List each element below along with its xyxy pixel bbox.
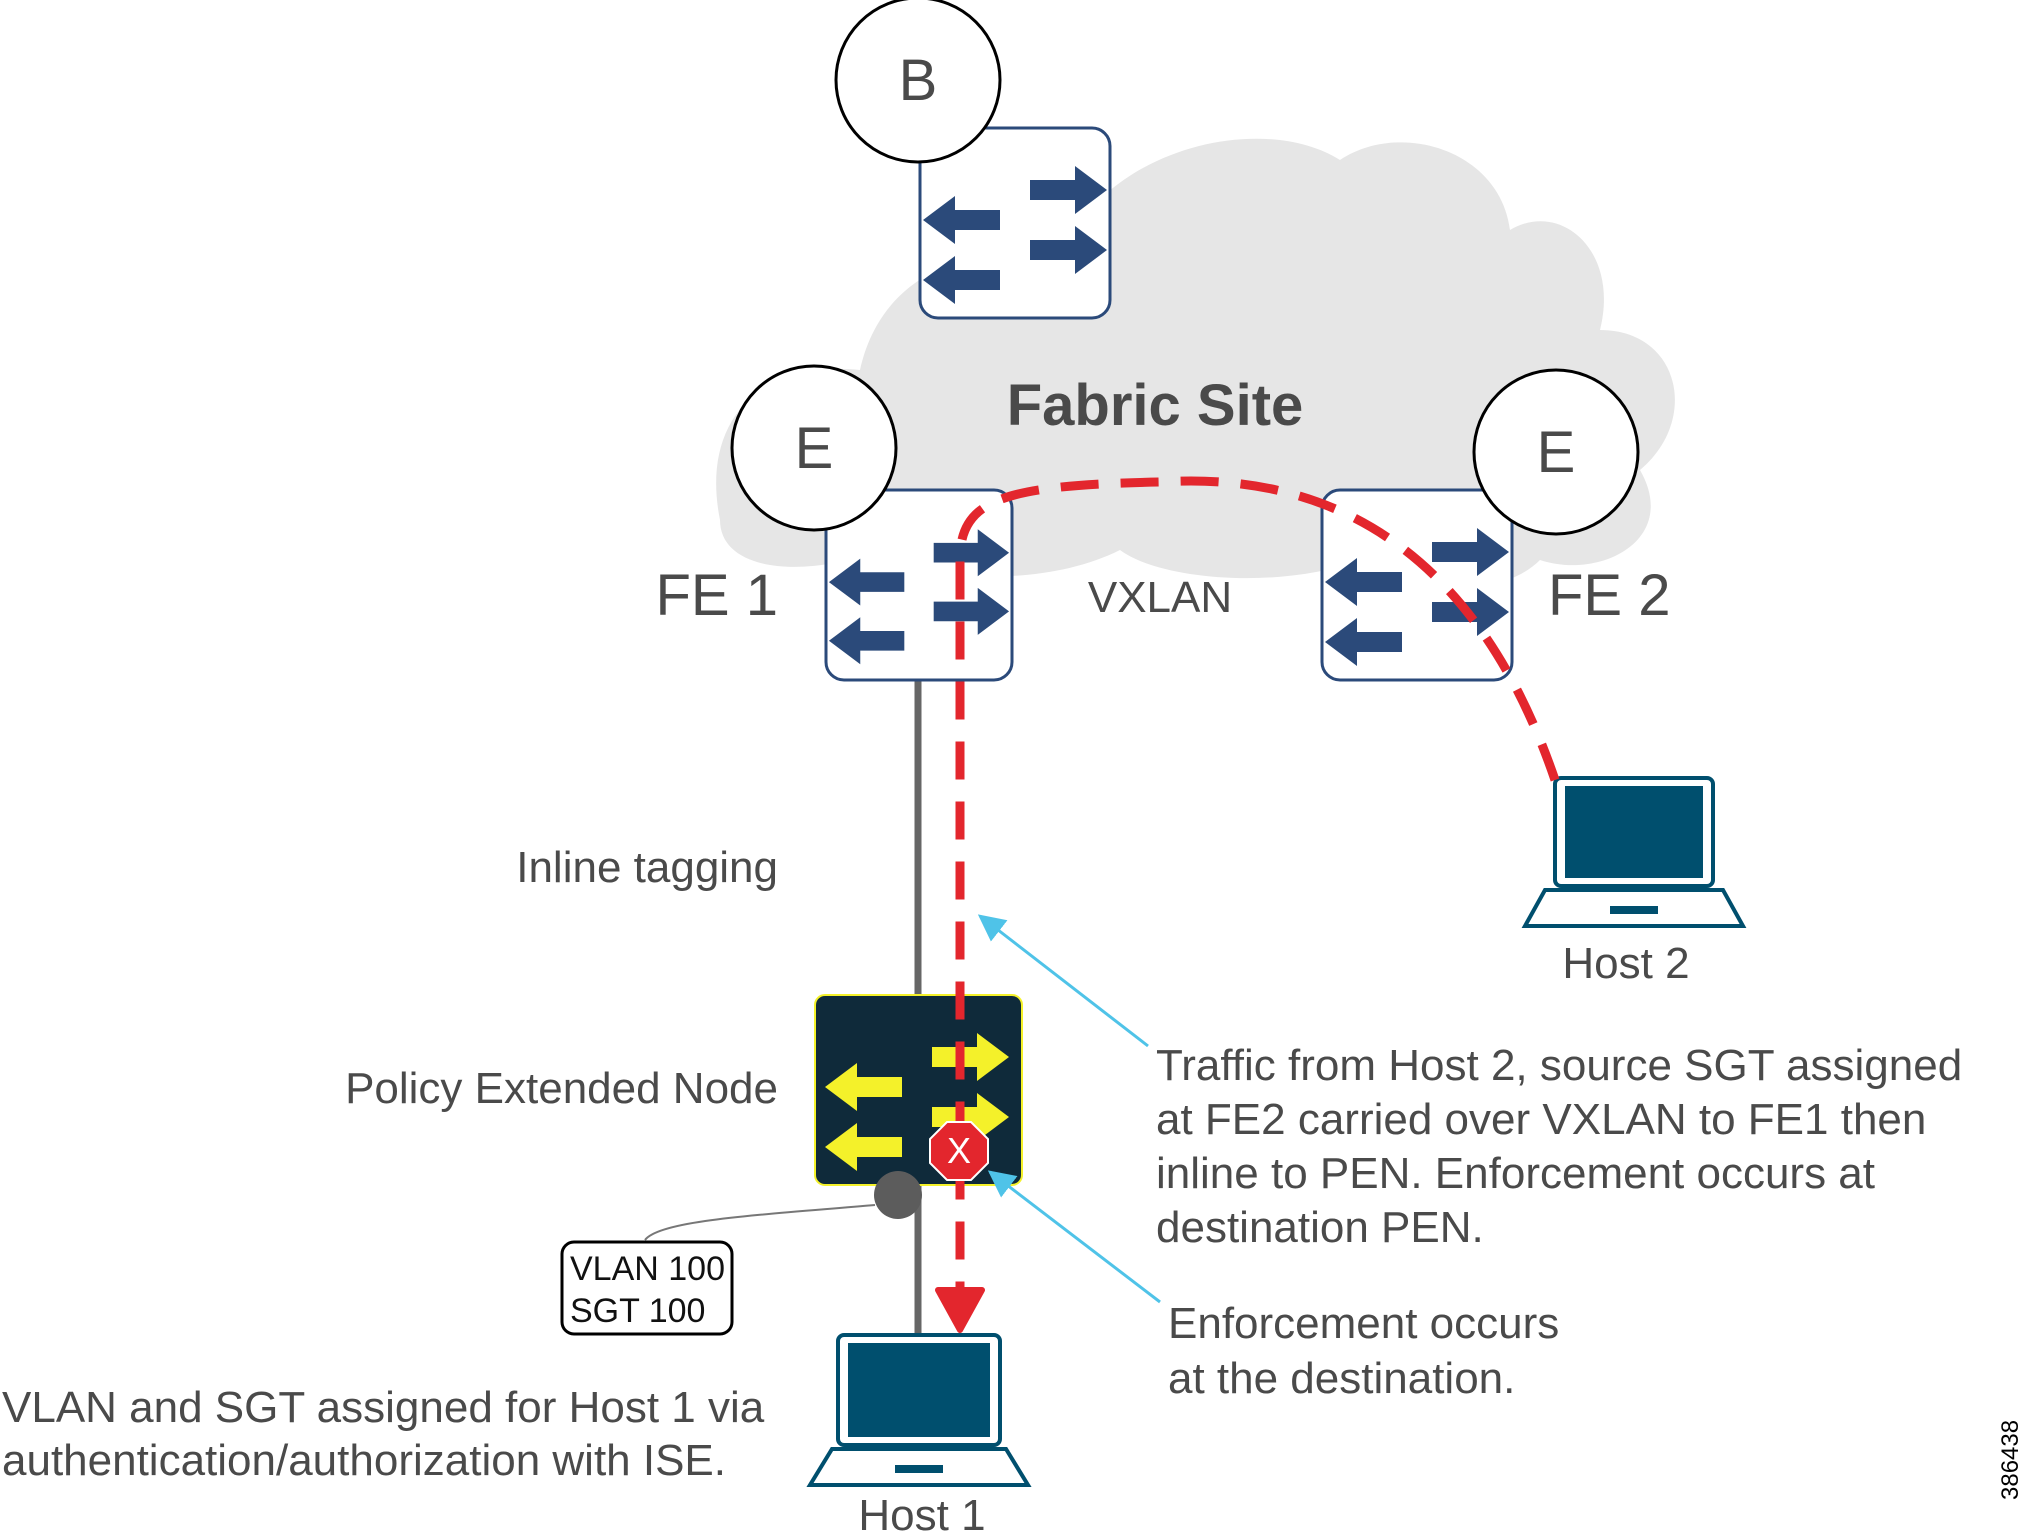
fabric-site-cloud: [716, 138, 1675, 590]
host1-note-line2: authentication/authorization with ISE.: [2, 1436, 726, 1485]
host1-label: Host 1: [858, 1491, 985, 1535]
inline-tagging-label: Inline tagging: [516, 843, 778, 892]
traffic-callout-line2: at FE2 carried over VXLAN to FE1 then: [1156, 1095, 1926, 1144]
edge-node-right-label: E: [1537, 420, 1576, 485]
traffic-callout-line3: inline to PEN. Enforcement occurs at: [1156, 1149, 1875, 1198]
traffic-path-arrowhead: [935, 1287, 985, 1333]
enforcement-callout-line1: Enforcement occurs: [1168, 1299, 1559, 1348]
traffic-callout-line4: destination PEN.: [1156, 1203, 1484, 1252]
figure-id: 386438: [1997, 1420, 2024, 1500]
border-switch: [918, 126, 1112, 320]
border-node-circle: B: [834, 0, 1002, 164]
host2-label: Host 2: [1562, 939, 1689, 988]
port-dot-icon: [874, 1171, 922, 1219]
fe1-label: FE 1: [656, 563, 779, 628]
fe2-switch: [1320, 488, 1514, 682]
edge-node-right-circle: E: [1472, 368, 1640, 536]
traffic-callout-line1: Traffic from Host 2, source SGT assigned: [1156, 1041, 1962, 1090]
tag-line-vlan: VLAN 100: [570, 1250, 725, 1288]
tag-leader-line: [644, 1204, 876, 1241]
host1-note-line1: VLAN and SGT assigned for Host 1 via: [2, 1383, 765, 1432]
enforcement-stop-icon: X: [929, 1121, 989, 1181]
enforcement-marker-label: X: [947, 1130, 971, 1171]
vlan-sgt-tag-box: VLAN 100 SGT 100: [560, 1240, 734, 1336]
host1-laptop-icon: [806, 1333, 1032, 1487]
tag-line-sgt: SGT 100: [570, 1292, 705, 1330]
enforcement-callout-arrow: [987, 1170, 1161, 1304]
policy-extended-node-switch: [814, 994, 1023, 1186]
traffic-callout-arrow: [977, 914, 1149, 1048]
traffic-path: [955, 476, 1560, 1300]
host2-laptop-icon: [1521, 776, 1747, 928]
border-node-label: B: [899, 48, 938, 113]
edge-node-left-label: E: [795, 416, 834, 481]
vxlan-label: VXLAN: [1088, 573, 1232, 622]
cloud-label: Fabric Site: [1007, 373, 1304, 438]
enforcement-callout-line2: at the destination.: [1168, 1354, 1515, 1403]
fe2-label: FE 2: [1548, 563, 1671, 628]
pen-label: Policy Extended Node: [345, 1064, 778, 1113]
edge-node-left-circle: E: [730, 364, 898, 532]
